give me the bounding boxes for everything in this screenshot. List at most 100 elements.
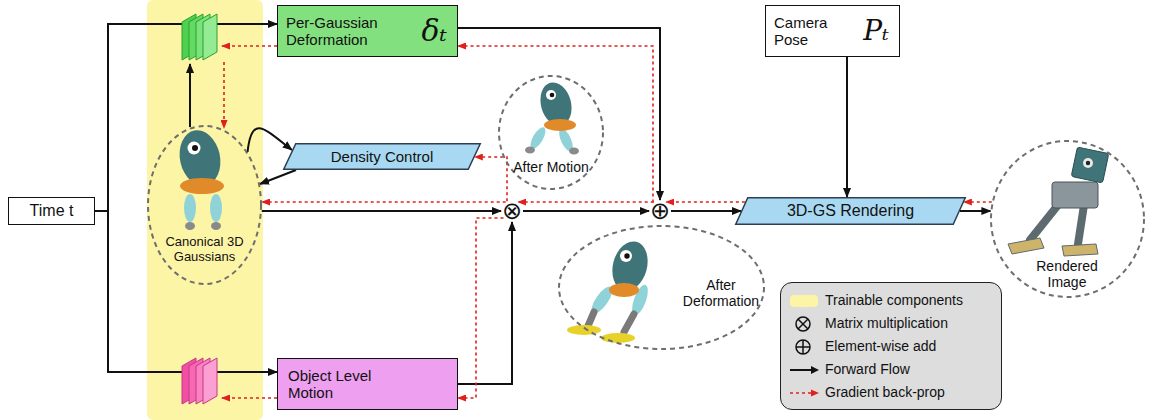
legend-swatch xyxy=(790,295,818,307)
forward-connector xyxy=(95,211,277,372)
gradient-connector xyxy=(458,46,653,203)
gradient-connector xyxy=(475,157,507,201)
gradient-line xyxy=(222,45,277,47)
node-label: Density Control xyxy=(331,148,434,165)
legend-symbol xyxy=(789,316,821,332)
node-label: Time t xyxy=(30,202,74,220)
after-motion-character-part xyxy=(569,148,579,155)
canonical-character xyxy=(175,126,226,230)
legend-sample xyxy=(789,339,825,355)
node-label: Per-Gaussian Deformation xyxy=(286,14,398,49)
gradient-line xyxy=(222,397,277,399)
forward-connector xyxy=(260,170,296,184)
legend-sample xyxy=(789,385,825,401)
node-content: Object Level Motion xyxy=(278,359,457,409)
rendered-robot-part xyxy=(1078,205,1084,244)
node-label: Rendered Image xyxy=(1017,258,1117,290)
deformation-feature-planes xyxy=(182,14,217,60)
node-label: Camera Pose xyxy=(774,14,836,49)
legend-sample xyxy=(789,293,825,309)
forward-connector xyxy=(846,57,848,197)
node-content: Canonical 3D Gaussians xyxy=(147,125,262,285)
canonical-character-part xyxy=(180,178,224,194)
legend-symbol xyxy=(789,362,821,378)
operator-symbol: ⊗ xyxy=(500,199,524,223)
legend-symbol-part xyxy=(790,392,813,394)
motion-feature-planes-part xyxy=(203,358,217,404)
node-content: After Motion xyxy=(498,75,604,190)
node-label-area: After Motion xyxy=(501,159,601,175)
node-content: 3D-GS Rendering xyxy=(735,197,966,225)
node-label-area: After Deformation xyxy=(680,277,762,309)
node-label: Canonical 3D Gaussians xyxy=(152,235,257,265)
figure-ellipse: After Motion xyxy=(498,75,604,190)
legend-symbol xyxy=(789,385,821,401)
forward-connector xyxy=(671,210,741,212)
after-deformation-character-part xyxy=(624,314,634,332)
gradient-connector xyxy=(262,201,506,203)
canonical-character-part xyxy=(211,222,221,230)
process-parallelogram: Density Control xyxy=(283,143,481,170)
forward-connector xyxy=(248,128,292,152)
after-motion-character-part xyxy=(546,90,556,100)
after-deformation-character xyxy=(567,237,653,343)
legend-label: Element-wise add xyxy=(825,338,936,354)
legend-label: Matrix multiplication xyxy=(825,315,948,331)
canonical-character-part xyxy=(188,142,201,155)
gradient-connector xyxy=(666,201,745,203)
legend-label: Trainable components xyxy=(825,292,963,308)
process-parallelogram: 3D-GS Rendering xyxy=(735,197,966,225)
process-box: Object Level Motion xyxy=(277,358,458,410)
node-content: Rendered Image xyxy=(990,140,1145,298)
legend-symbol xyxy=(789,339,821,355)
rendered-robot-part xyxy=(1071,147,1109,183)
after-deformation-character-part xyxy=(588,312,594,326)
legend-row: Matrix multiplication xyxy=(789,312,993,335)
canonical-character-part xyxy=(185,222,195,230)
forward-connector xyxy=(458,28,660,200)
legend-label: Gradient back-prop xyxy=(825,384,945,400)
figure-ellipse: Canonical 3D Gaussians xyxy=(147,125,262,285)
legend-sample xyxy=(789,362,825,378)
after-motion-character xyxy=(525,79,579,155)
math-symbol: Pₜ xyxy=(863,17,889,45)
canonical-to-planes-arrow xyxy=(189,64,191,127)
after-motion-character-part xyxy=(525,147,535,154)
legend-symbol-part xyxy=(802,340,804,354)
after-deformation-character-part xyxy=(624,253,629,258)
node-label: After Deformation xyxy=(680,277,762,309)
rendered-robot-part xyxy=(1030,205,1058,240)
operator-symbol: ⊕ xyxy=(648,199,672,223)
node-content: Density Control xyxy=(283,143,481,170)
after-motion-character-part xyxy=(550,93,555,98)
outline-shape xyxy=(559,226,764,349)
node-content: ⊗ xyxy=(500,199,524,223)
legend-row: Element-wise add xyxy=(789,335,993,358)
gradient-line xyxy=(223,62,225,128)
legend-row: Gradient back-prop xyxy=(789,381,993,404)
legend-symbol-part xyxy=(798,319,808,329)
after-deformation-character-part xyxy=(601,333,635,343)
outline-shape xyxy=(991,141,1144,297)
legend-panel: Trainable componentsMatrix multiplicatio… xyxy=(780,282,1002,410)
figure-ellipse: After Deformation xyxy=(558,225,765,350)
node-label-area: Rendered Image xyxy=(1017,258,1117,290)
node-label-area: Canonical 3D Gaussians xyxy=(152,235,257,265)
operator-glyph: ⊕ xyxy=(650,199,670,223)
trainable-band xyxy=(147,0,263,420)
rendered-robot-part xyxy=(1062,244,1098,256)
operator-glyph: ⊗ xyxy=(502,199,522,223)
node-content: Per-Gaussian Deformationδₜ xyxy=(278,6,457,56)
outline-shape xyxy=(284,144,481,170)
legend-symbol-part xyxy=(811,366,819,374)
gradient-connector xyxy=(964,201,992,203)
node-content: Time t xyxy=(9,198,94,224)
legend-sample xyxy=(789,316,825,332)
gradient-connector xyxy=(518,201,653,203)
input-box: Camera Pose Pₜ xyxy=(765,5,900,57)
rendered-robot-part xyxy=(1008,238,1044,254)
forward-connector xyxy=(523,210,649,212)
node-label: 3D-GS Rendering xyxy=(787,202,914,220)
outline-shape xyxy=(736,198,966,225)
